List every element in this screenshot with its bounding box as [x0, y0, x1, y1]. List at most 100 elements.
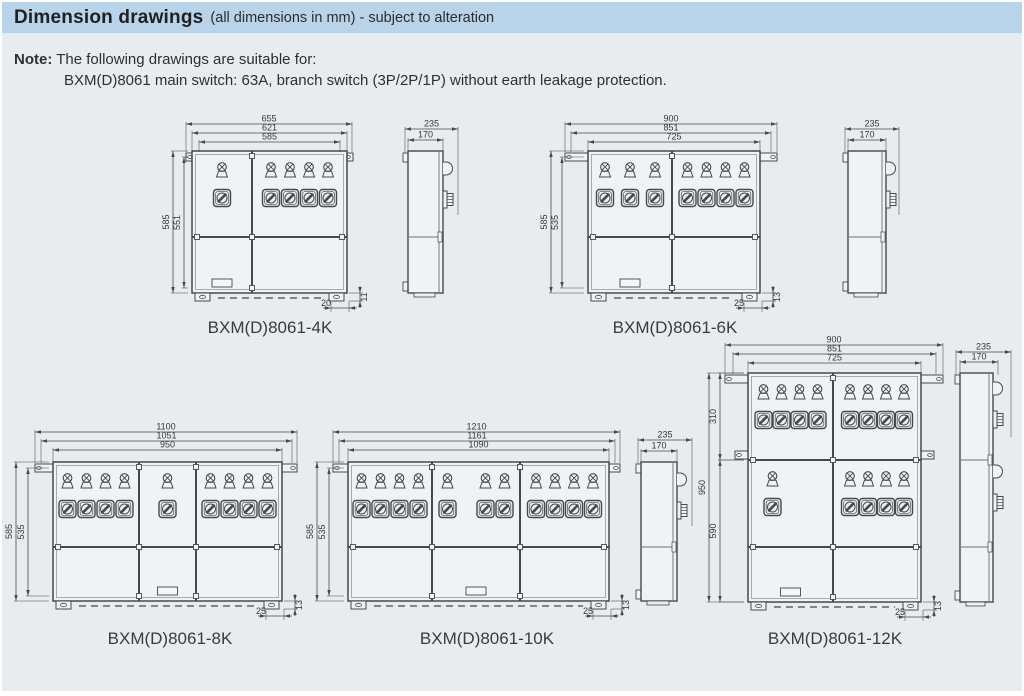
bolt-detail: [249, 234, 255, 240]
rotary-switch-icon: [735, 188, 754, 208]
bolt-detail: [136, 593, 142, 599]
dimension-label: 950: [697, 480, 707, 495]
indicator-lamp-icon: [441, 473, 454, 489]
dimension-label: 585: [161, 214, 171, 229]
bolt-detail: [193, 464, 199, 470]
switch-profile: [992, 493, 998, 512]
drawing-caption-10k: BXM(D)8061-10K: [419, 629, 555, 648]
bolt-detail: [136, 544, 142, 550]
enclosure-front-view: [587, 150, 761, 294]
indicator-lamp-icon: [567, 473, 581, 489]
page-title: Dimension drawings: [14, 6, 204, 28]
dimension-label: 13: [772, 292, 782, 302]
mounting-foot: [55, 600, 72, 610]
dimension-label: 551: [172, 215, 182, 230]
mounting-foot: [350, 600, 367, 610]
note-text-1: The following drawings are suitable for:: [56, 51, 317, 68]
enclosure-side-view: [640, 461, 678, 602]
indicator-lamp-icon: [775, 384, 788, 400]
indicator-lamp-icon: [215, 162, 229, 178]
rotary-switch-icon: [545, 499, 565, 519]
lamp-profile: [993, 381, 1003, 396]
page-subtitle: (all dimensions in mm) - subject to alte…: [210, 9, 495, 26]
indicator-lamp-icon: [897, 384, 911, 400]
indicator-lamp-icon: [393, 473, 406, 489]
dimension-label: 25: [256, 606, 266, 616]
dimension-label: 585: [4, 524, 14, 539]
bolt-detail: [669, 234, 675, 240]
drawing-caption-6k: BXM(D)8061-6K: [612, 318, 738, 337]
switch-profile: [992, 410, 998, 429]
dimension-label: 900: [663, 114, 678, 124]
enclosure-side-view: [959, 372, 994, 603]
indicator-lamp-icon: [529, 473, 543, 489]
mounting-lug: [734, 450, 749, 460]
note-label: Note:: [14, 51, 53, 68]
enclosure-side-view: [847, 150, 887, 294]
rotary-switch-icon: [258, 499, 277, 519]
enclosure-front-view: [52, 461, 283, 602]
mounting-foot: [902, 601, 919, 611]
bolt-detail: [669, 285, 675, 291]
rotary-switch-icon: [526, 499, 546, 519]
indicator-lamp-icon: [757, 384, 770, 400]
name-plate: [465, 586, 487, 596]
bolt-detail: [429, 464, 435, 470]
note: Note: The following drawings are suitabl…: [14, 49, 667, 91]
bolt-detail: [830, 594, 836, 600]
bolt-detail: [750, 457, 756, 463]
indicator-lamp-icon: [204, 473, 217, 489]
indicator-lamp-icon: [648, 162, 662, 178]
dimension-label: 235: [657, 430, 672, 440]
rotary-switch-icon: [697, 188, 716, 208]
drawing-caption-8k: BXM(D)8061-8K: [107, 629, 233, 648]
dimension-label: 11: [359, 292, 369, 301]
dimension-label: 585: [262, 132, 277, 142]
bolt-detail: [830, 544, 836, 550]
rotary-switch-icon: [318, 188, 338, 208]
bolt-detail: [830, 457, 836, 463]
dimension-label: 535: [317, 524, 327, 539]
bolt-detail: [429, 544, 435, 550]
rotary-switch-icon: [754, 410, 773, 430]
rotary-switch-icon: [840, 497, 860, 517]
mounting-lug: [724, 374, 749, 384]
bolt-detail: [429, 593, 435, 599]
rotary-switch-icon: [894, 410, 914, 430]
bolt-detail: [517, 544, 523, 550]
rotary-switch-icon: [390, 499, 409, 519]
mounting-foot: [263, 600, 280, 610]
dimension-label: 235: [864, 119, 879, 129]
bolt-detail: [193, 544, 199, 550]
dimension-label: 585: [305, 524, 315, 539]
rotary-switch-icon: [716, 188, 735, 208]
indicator-lamp-icon: [861, 471, 875, 487]
indicator-lamp-icon: [283, 162, 297, 178]
indicator-lamp-icon: [264, 162, 278, 178]
rotary-switch-icon: [876, 497, 896, 517]
dimension-label: 13: [621, 600, 631, 610]
mounting-foot: [750, 601, 767, 611]
indicator-lamp-icon: [766, 471, 779, 487]
switch-profile: [442, 190, 448, 209]
name-plate: [211, 278, 233, 288]
dimension-label: 585: [539, 214, 549, 229]
mounting-lug: [954, 590, 961, 601]
mounting-foot: [590, 292, 607, 302]
bolt-detail: [830, 375, 836, 381]
indicator-lamp-icon: [738, 162, 751, 178]
name-plate: [619, 278, 641, 288]
dimension-label: 535: [550, 215, 560, 230]
indicator-lamp-icon: [261, 473, 274, 489]
dimension-label: 170: [971, 352, 986, 362]
mounting-lug: [759, 152, 778, 162]
indicator-lamp-icon: [99, 473, 112, 489]
name-plate: [157, 586, 178, 596]
rotary-switch-icon: [564, 499, 584, 519]
base-detail: [413, 292, 436, 298]
bolt-detail: [55, 544, 61, 550]
